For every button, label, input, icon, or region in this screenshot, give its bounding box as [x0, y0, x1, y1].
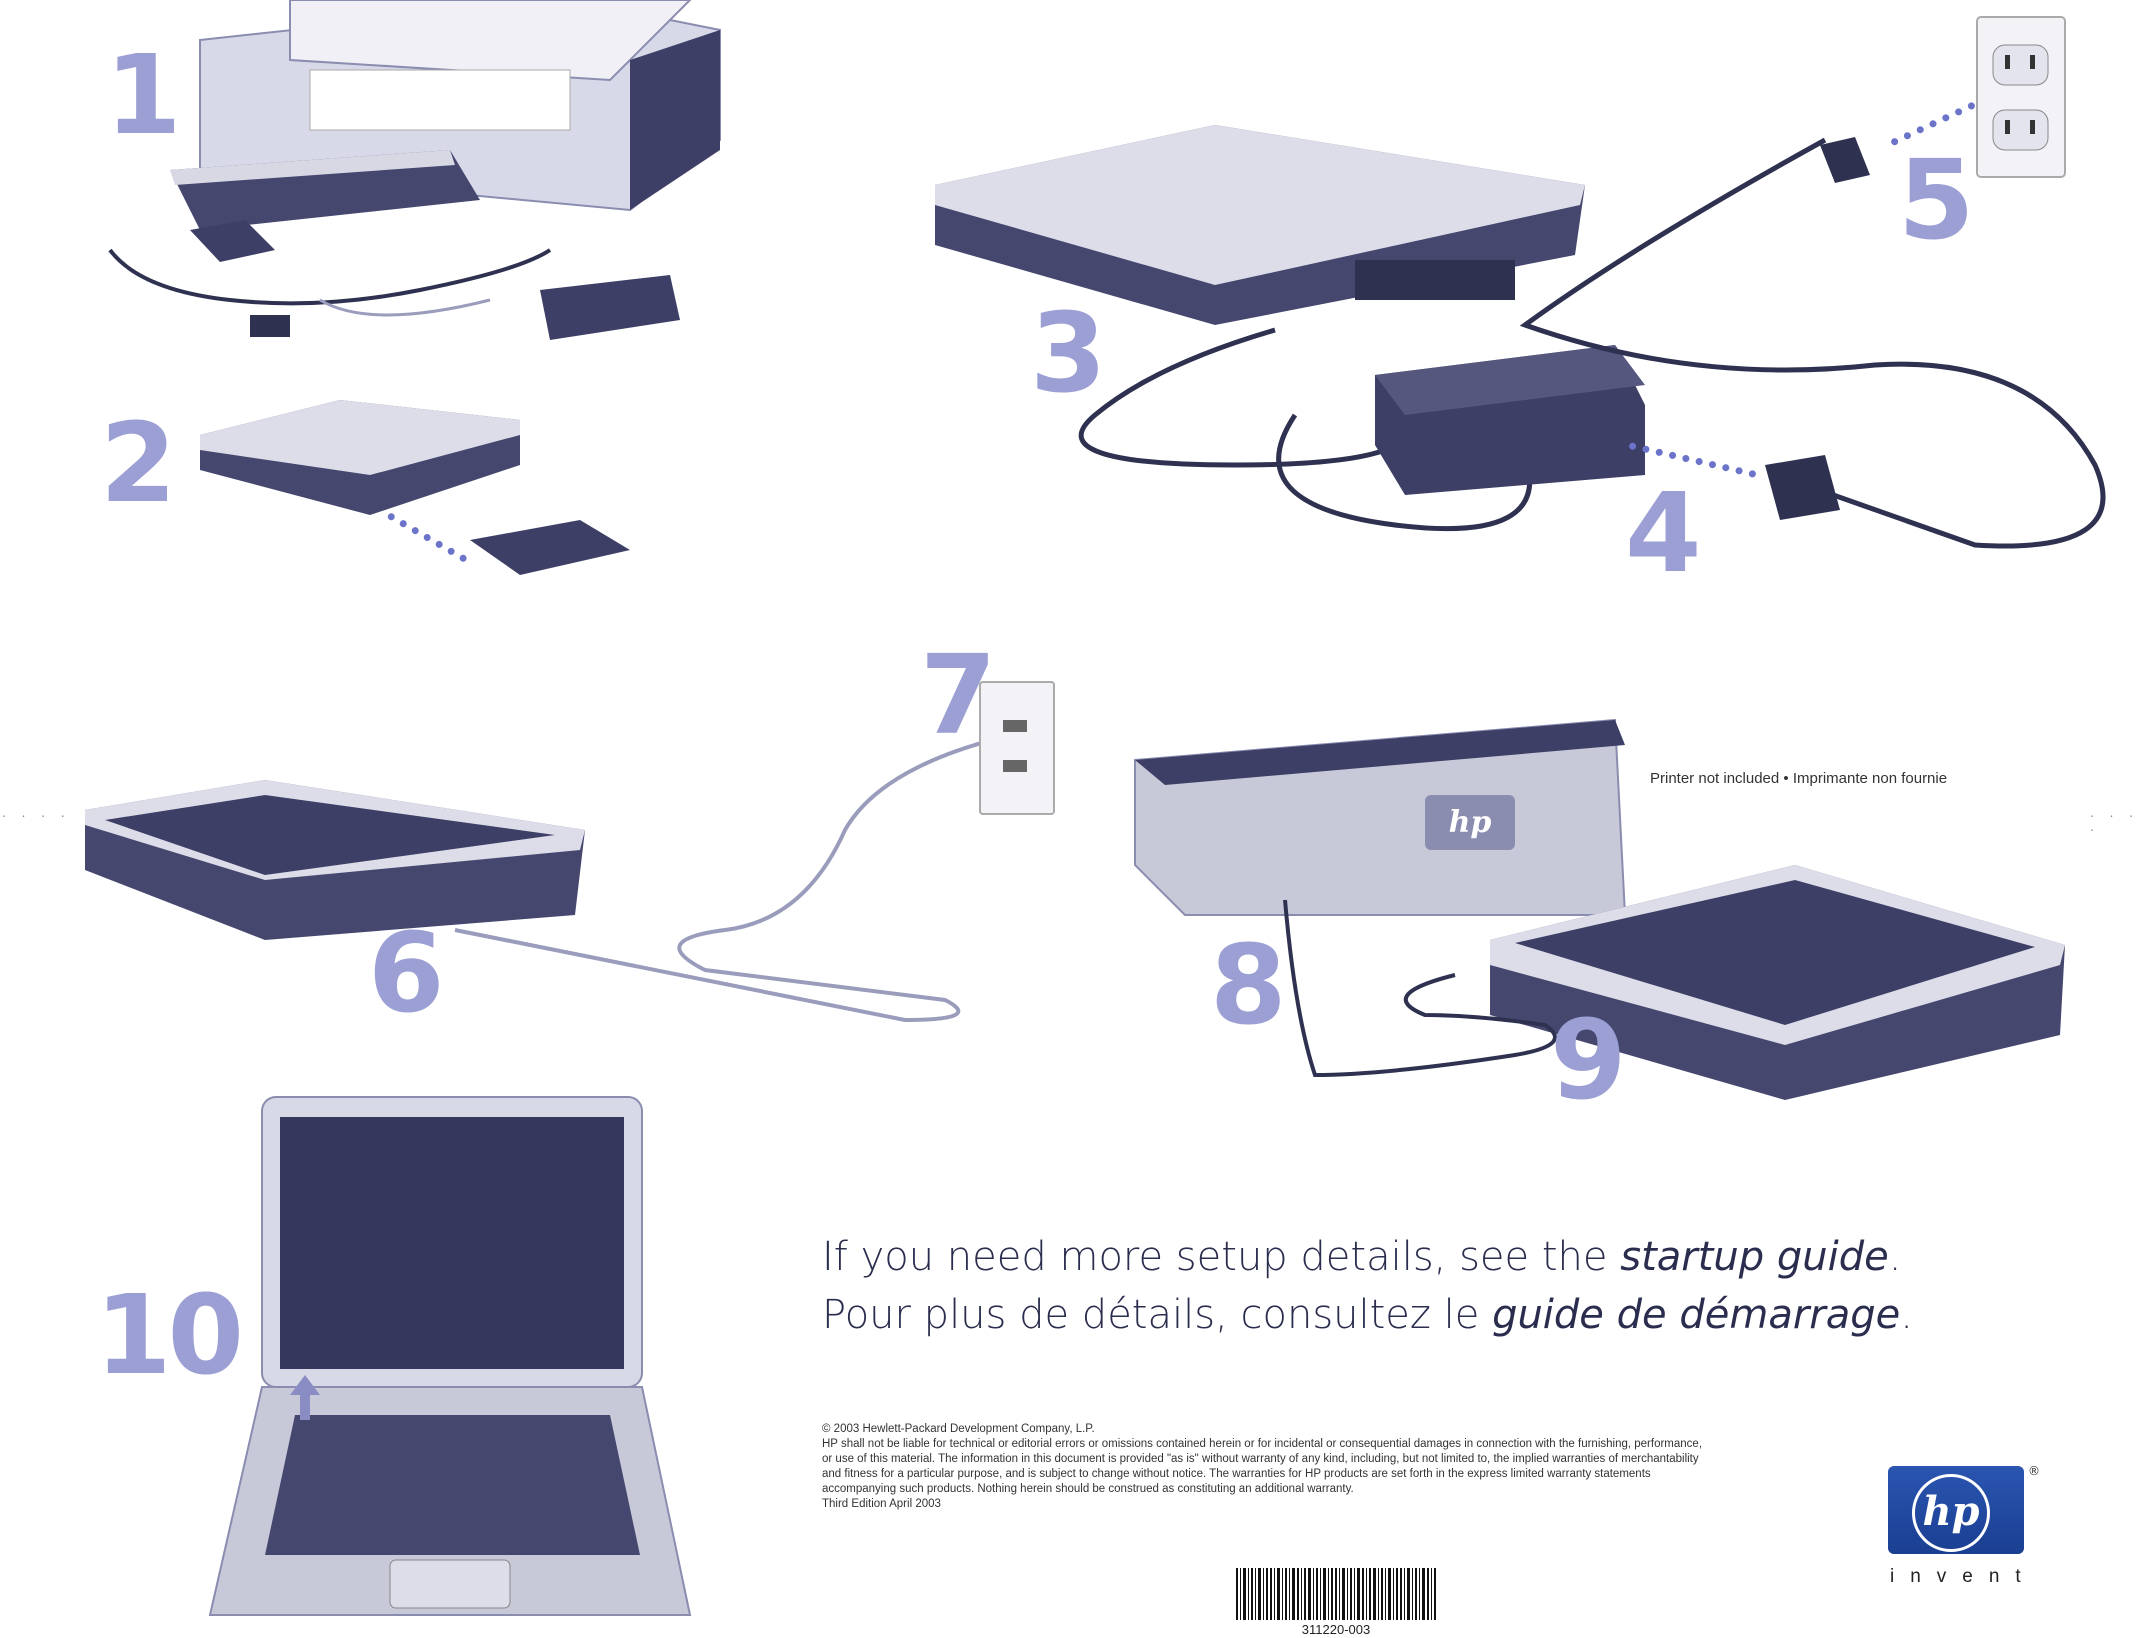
- legal-notice: © 2003 Hewlett-Packard Development Compa…: [822, 1422, 1712, 1512]
- step-number-9: 9: [1550, 996, 1627, 1124]
- headline-fr-suffix: .: [1900, 1292, 1913, 1338]
- copyright-line: © 2003 Hewlett-Packard Development Compa…: [822, 1423, 1095, 1435]
- setup-details-headline: If you need more setup details, see the …: [822, 1228, 1913, 1344]
- modem-connection-illustration: [85, 728, 1036, 1023]
- step-number-7: 7: [920, 631, 997, 759]
- step-number-1: 1: [105, 31, 182, 159]
- headline-en-prefix: If you need more setup details, see the: [822, 1234, 1621, 1280]
- unboxing-illustration: [108, 0, 721, 340]
- hp-logo-mark: hp: [1912, 1474, 1990, 1552]
- printer-connection-illustration: hp: [1134, 718, 2065, 1100]
- step-number-2: 2: [100, 399, 177, 527]
- registered-mark: ®: [2028, 1464, 2040, 1478]
- disclaimer-text: HP shall not be liable for technical or …: [822, 1438, 1703, 1495]
- open-laptop-illustration: [208, 1096, 692, 1616]
- hp-logo: hp: [1888, 1466, 2024, 1554]
- step-number-8: 8: [1210, 921, 1287, 1049]
- phone-jack-illustration: [979, 681, 1055, 815]
- headline-fr-guide: guide de démarrage: [1492, 1292, 1901, 1338]
- headline-en-startup-guide: startup guide: [1620, 1234, 1889, 1280]
- edition-line: Third Edition April 2003: [822, 1498, 941, 1510]
- step-number-5: 5: [1898, 136, 1975, 264]
- battery-insert-illustration: [200, 400, 630, 575]
- crop-mark-right: . . . .: [2090, 806, 2140, 834]
- power-connection-illustration: [935, 125, 2106, 549]
- headline-fr-prefix: Pour plus de détails, consultez le: [822, 1292, 1493, 1338]
- invent-tagline: invent: [1890, 1566, 2037, 1587]
- step-number-10: 10: [95, 1271, 244, 1399]
- step-number-4: 4: [1625, 469, 1702, 597]
- step-number-6: 6: [368, 909, 445, 1037]
- printer-not-included-note: Printer not included • Imprimante non fo…: [1650, 770, 1948, 787]
- crop-mark-left: . . . .: [2, 806, 71, 820]
- svg-text:hp: hp: [1449, 805, 1492, 840]
- barcode-image: [1236, 1568, 1436, 1620]
- headline-french: Pour plus de détails, consultez le guide…: [822, 1286, 1913, 1344]
- step-number-3: 3: [1030, 289, 1107, 417]
- wall-outlet-illustration: [1976, 16, 2066, 178]
- barcode-number: 311220-003: [1301, 1622, 1371, 1637]
- headline-english: If you need more setup details, see the …: [822, 1228, 1913, 1286]
- headline-en-suffix: .: [1888, 1234, 1902, 1280]
